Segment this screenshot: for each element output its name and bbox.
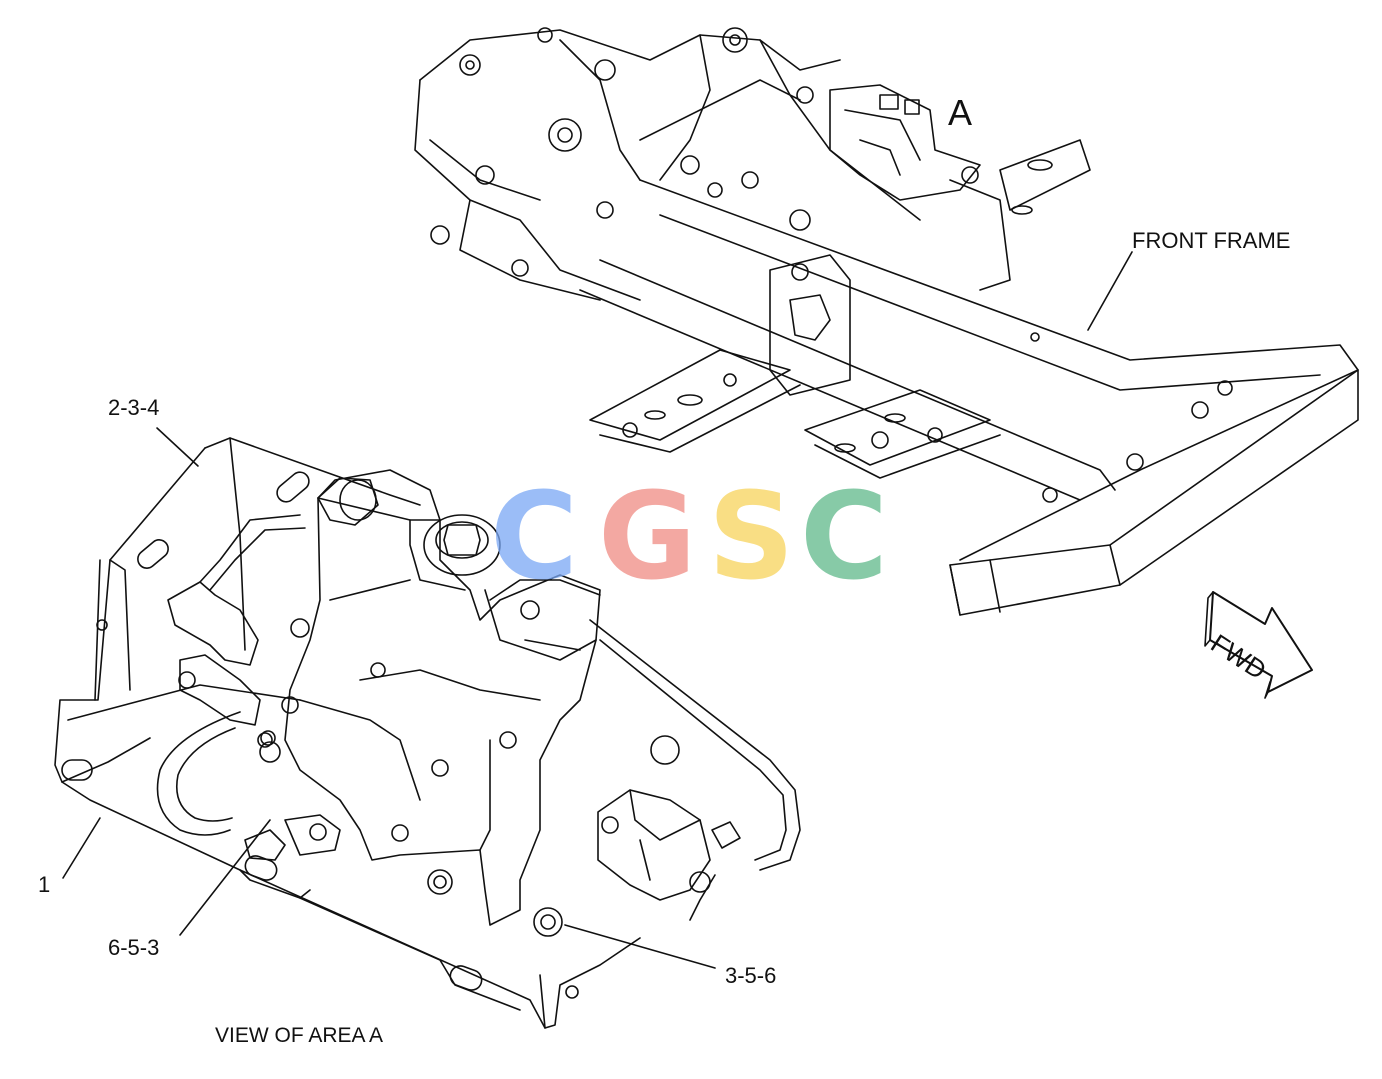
area-marker-label: A	[948, 92, 973, 133]
view-caption: VIEW OF AREA A	[215, 1024, 384, 1047]
front-frame-drawing	[415, 28, 1358, 615]
callout-6-5-3: 6-5-3	[108, 935, 160, 960]
watermark-letter-s: S	[708, 468, 795, 607]
watermark-letter-c1: C	[490, 468, 579, 607]
watermark-letter-c2: C	[800, 468, 889, 607]
callout-3-5-6: 3-5-6	[725, 963, 777, 988]
fwd-arrow	[1205, 592, 1312, 698]
front-frame-label: FRONT FRAME	[1132, 228, 1291, 253]
watermark-letter-g: G	[598, 468, 697, 607]
area-a-drawing	[55, 428, 800, 1028]
callout-1: 1	[38, 872, 51, 897]
callout-2-3-4: 2-3-4	[108, 395, 160, 420]
